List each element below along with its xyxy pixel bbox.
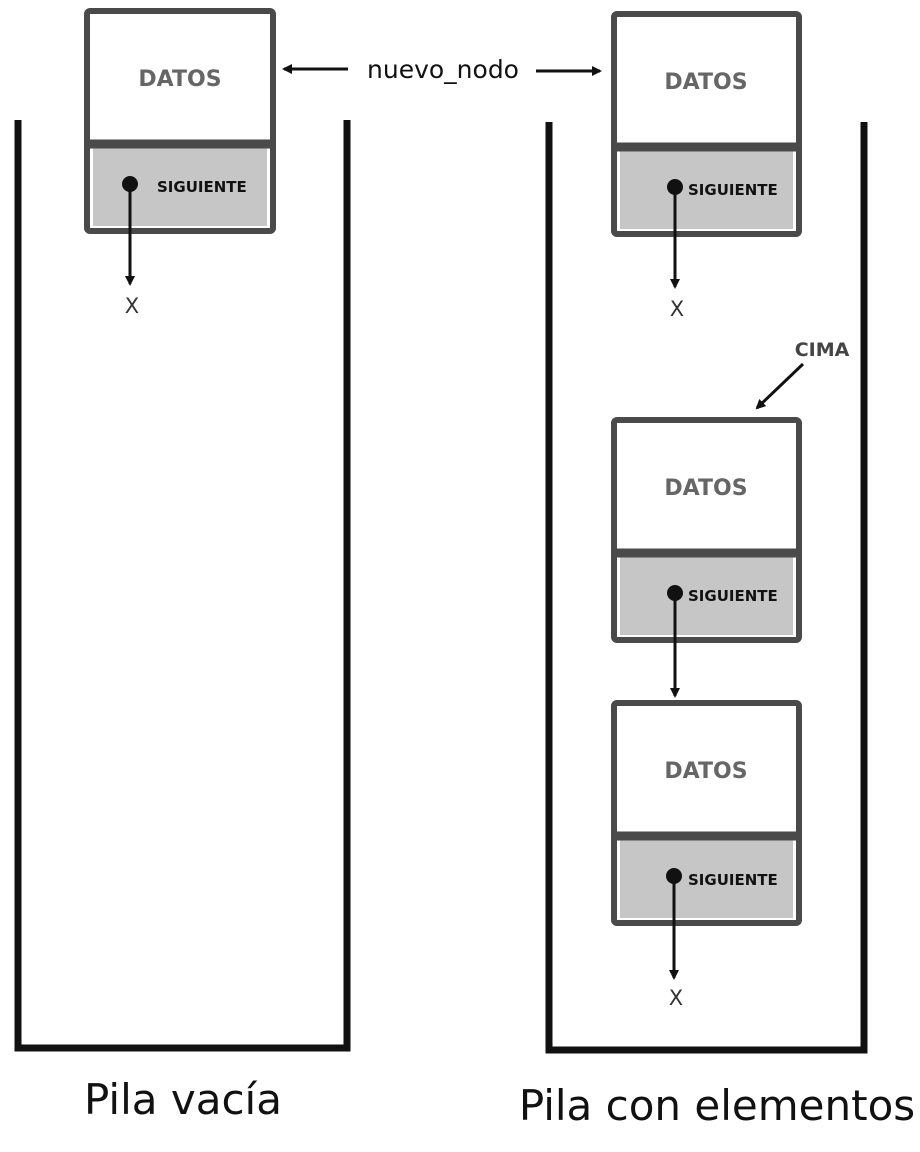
empty-stack-container [14,120,351,1052]
stack-node-bottom: DATOS SIGUIENTE X [611,700,802,1010]
node-next-label: SIGUIENTE [688,587,778,605]
node-next-label: SIGUIENTE [688,181,778,199]
null-symbol: X [125,294,139,318]
stack-node-top: DATOS SIGUIENTE [611,417,802,698]
empty-stack-caption: Pila vacía [84,1075,282,1124]
top-pointer-arrow [755,362,805,410]
top-pointer-label: CIMA [795,339,850,361]
filled-stack-container [545,122,868,1054]
new-node-left: DATOS SIGUIENTE X [84,8,276,318]
node-next-label: SIGUIENTE [157,178,247,196]
new-node-pointer-label: nuevo_nodo [367,55,519,84]
node-data-label: DATOS [664,70,747,95]
node-next-label: SIGUIENTE [688,871,778,889]
null-symbol: X [670,297,684,321]
null-symbol: X [669,986,683,1010]
filled-stack-caption: Pila con elementos [519,1081,915,1130]
node-data-label: DATOS [664,476,747,501]
new-node-right: DATOS SIGUIENTE X [611,11,802,321]
node-data-label: DATOS [138,67,221,92]
node-data-label: DATOS [664,759,747,784]
